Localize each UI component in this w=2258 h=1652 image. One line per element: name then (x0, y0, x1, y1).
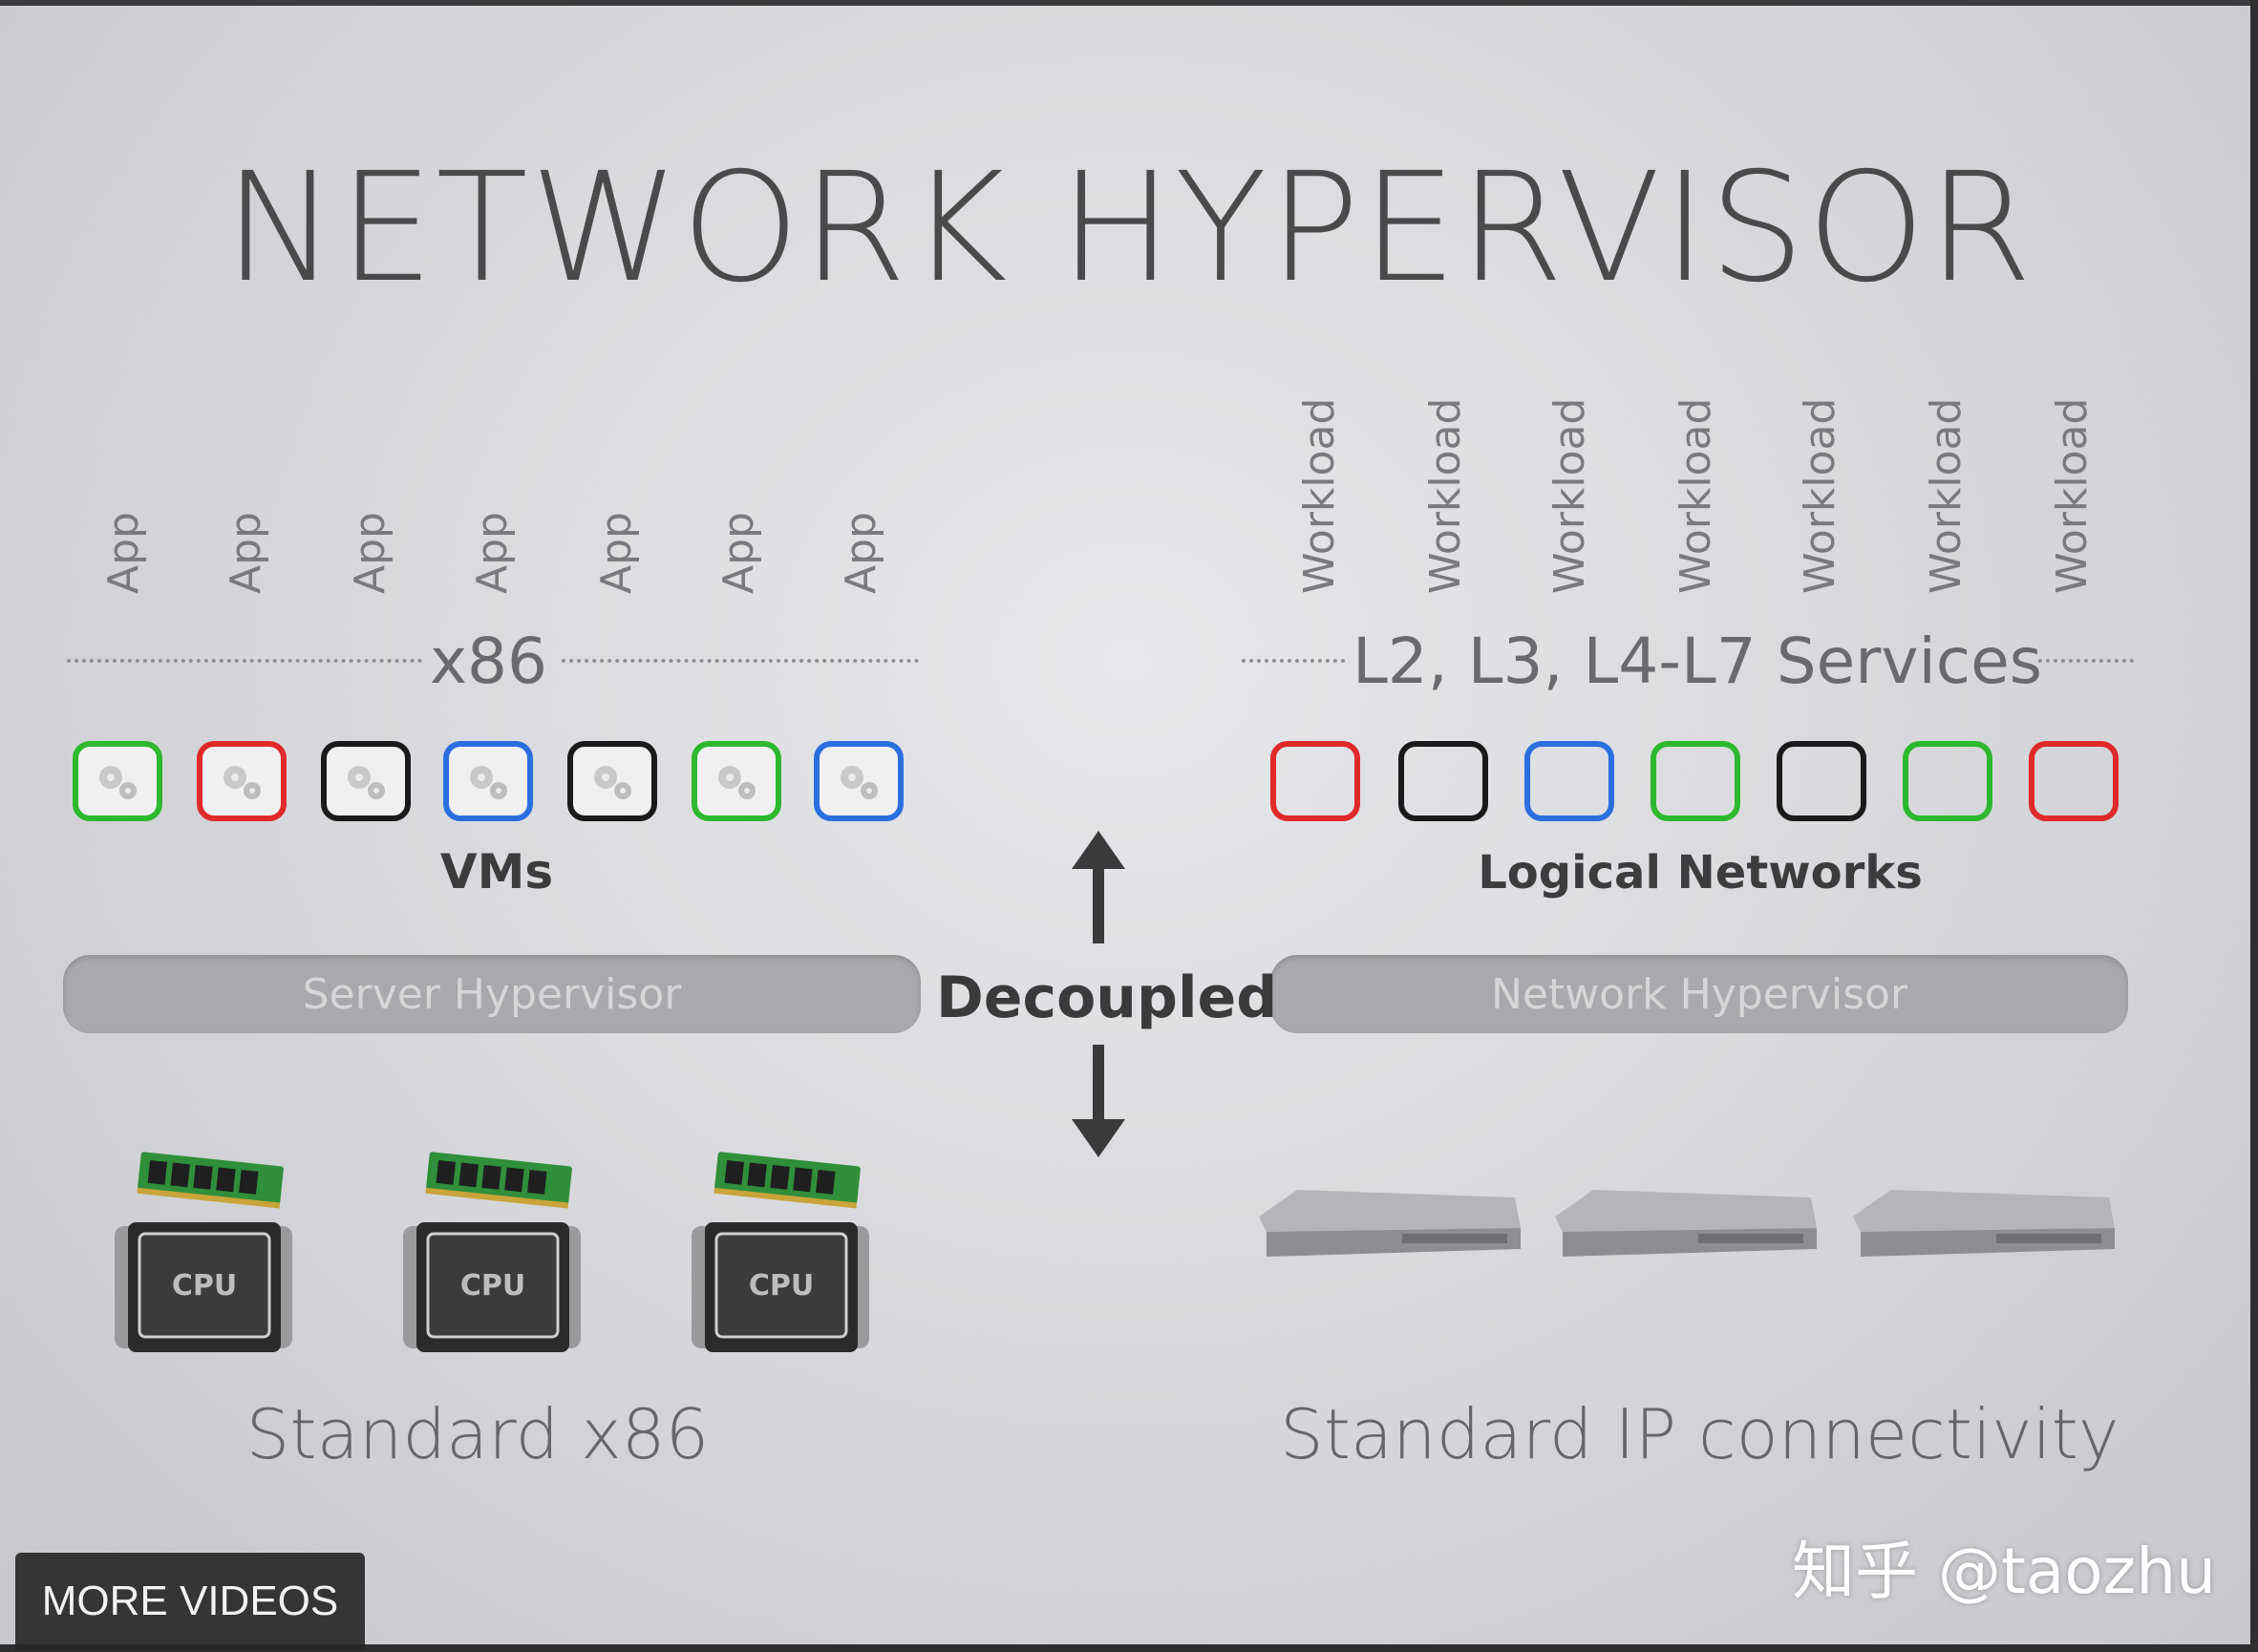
network-box (1398, 741, 1488, 821)
network-box (1524, 741, 1614, 821)
workload-label: Workload (1421, 397, 1470, 594)
workload-label: Workload (1295, 397, 1344, 594)
frame-right-edge (2250, 0, 2258, 1652)
ram-stick-icon (425, 1152, 572, 1209)
vm-box (197, 741, 287, 821)
network-box (2029, 741, 2119, 821)
x86-rule-left (67, 659, 422, 663)
vm-box (814, 741, 904, 821)
network-box (1651, 741, 1740, 821)
x86-rule-right (562, 659, 919, 663)
server-hypervisor-bar: Server Hypervisor (63, 955, 921, 1033)
workload-label: Workload (1796, 397, 1844, 594)
network-box (1903, 741, 1992, 821)
cpu-chip-icon: CPU (115, 1222, 292, 1352)
frame-bottom-edge (0, 1644, 2258, 1652)
watermark: 知乎 @taozhu (1792, 1535, 2216, 1608)
app-label: App (99, 512, 148, 594)
network-box (1777, 741, 1866, 821)
app-label: App (222, 512, 270, 594)
vms-label: VMs (439, 844, 554, 900)
gear-icon (99, 766, 137, 799)
app-label: App (837, 512, 885, 594)
more-videos-button[interactable]: MORE VIDEOS (15, 1553, 365, 1650)
services-rule-left (1242, 659, 1345, 663)
workload-label: Workload (1545, 397, 1594, 594)
network-hypervisor-bar: Network Hypervisor (1270, 955, 2128, 1033)
cpu-chip-text: CPU (172, 1269, 237, 1303)
gear-icon (594, 766, 631, 799)
ram-stick-icon (714, 1152, 861, 1209)
services-rule-right (2038, 659, 2134, 663)
vm-box (443, 741, 533, 821)
vm-box (321, 741, 411, 821)
vm-box (567, 741, 657, 821)
network-switch-icon (1555, 1190, 1817, 1257)
vm-box (73, 741, 162, 821)
workload-label: Workload (1672, 397, 1720, 594)
ram-stick-icon (137, 1152, 284, 1209)
logical-networks-label: Logical Networks (1478, 846, 1923, 900)
vm-box (692, 741, 781, 821)
gear-icon (224, 766, 261, 799)
services-label: L2, L3, L4-L7 Services (1353, 625, 2043, 698)
server-hypervisor-label: Server Hypervisor (302, 969, 682, 1019)
app-label: App (714, 512, 763, 594)
network-hypervisor-label: Network Hypervisor (1490, 969, 1908, 1019)
app-label: App (346, 512, 394, 594)
frame-top-edge (0, 0, 2258, 6)
x86-label: x86 (430, 625, 548, 698)
slide-title: NETWORK HYPERVISOR (224, 140, 2034, 316)
gear-icon (348, 766, 385, 799)
gear-icon (470, 766, 507, 799)
network-switch-icon (1259, 1190, 1521, 1257)
app-label: App (592, 512, 641, 594)
gear-icon (841, 766, 878, 799)
network-box (1270, 741, 1360, 821)
standard-x86-label: Standard x86 (245, 1394, 710, 1474)
cpu-chip-icon: CPU (692, 1222, 869, 1352)
workload-label: Workload (2048, 397, 2097, 594)
cpu-chip-text: CPU (749, 1269, 814, 1303)
cpu-chip-icon: CPU (403, 1222, 581, 1352)
workload-label: Workload (1922, 397, 1970, 594)
gear-icon (718, 766, 756, 799)
standard-ip-label: Standard IP connectivity (1280, 1394, 2120, 1474)
app-label: App (468, 512, 517, 594)
decoupled-label: Decoupled (936, 964, 1278, 1031)
arrow-down-icon (1072, 1045, 1125, 1157)
arrow-up-icon (1072, 831, 1125, 943)
network-switch-icon (1853, 1190, 2115, 1257)
cpu-chip-text: CPU (460, 1269, 525, 1303)
